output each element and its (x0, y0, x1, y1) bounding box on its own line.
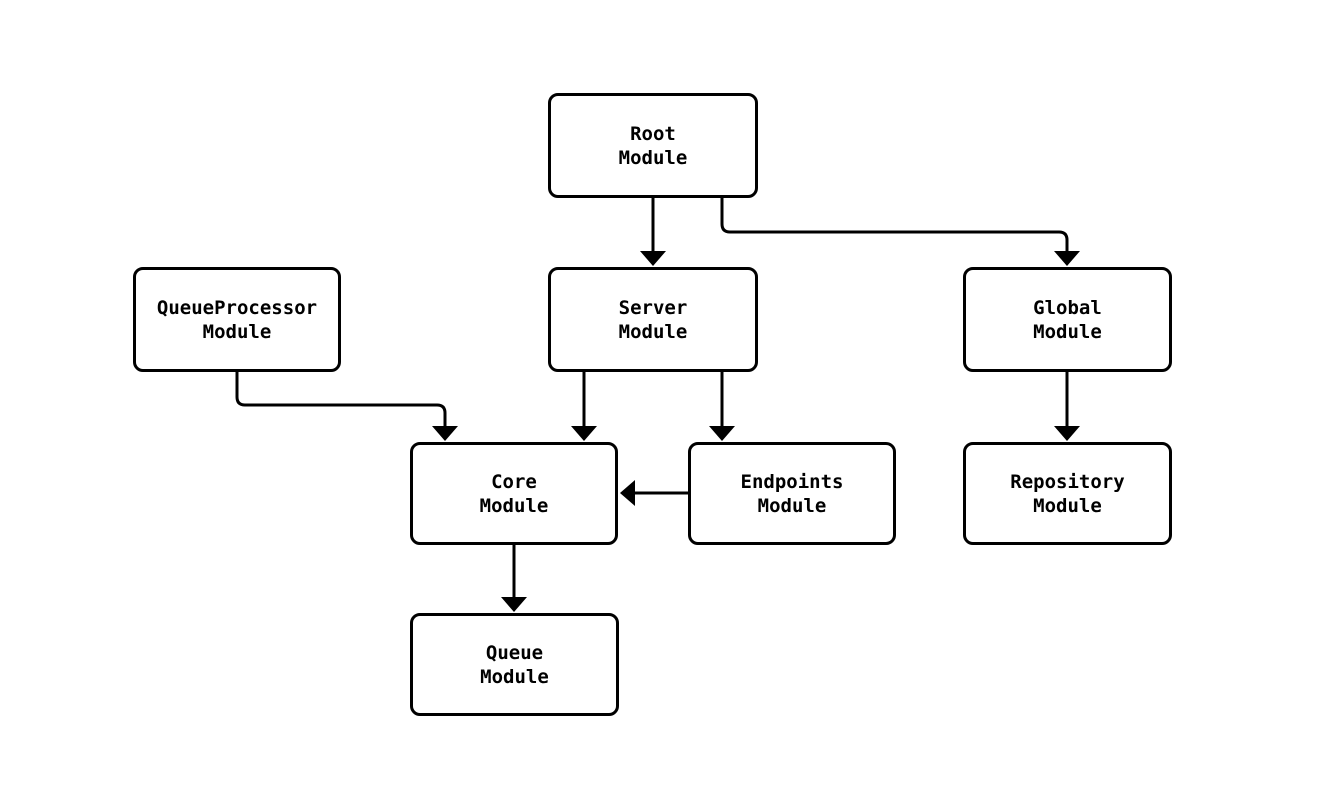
node-label-line: Global (1033, 296, 1102, 319)
arrowhead-down-icon (432, 426, 458, 441)
arrowhead-down-icon (640, 251, 666, 266)
node-root-module: Root Module (548, 93, 758, 198)
node-label-line: Module (202, 320, 272, 343)
node-label-line: Module (757, 494, 827, 517)
node-label-line: Root (630, 122, 676, 145)
arrowhead-down-icon (571, 426, 597, 441)
node-core-module: Core Module (410, 442, 618, 545)
edge-queueprocessor-to-core (235, 372, 458, 441)
node-label-line: Core (491, 470, 537, 493)
node-queue-module: Queue Module (410, 613, 619, 716)
node-label-line: Module (618, 146, 688, 169)
node-label-line: Queue (485, 641, 544, 664)
node-server-module: Server Module (548, 267, 758, 372)
node-label-line: Module (1033, 320, 1102, 343)
node-label-line: Server (618, 296, 688, 319)
arrowhead-left-icon (620, 480, 635, 506)
edge-server-to-core (571, 372, 597, 441)
edge-core-to-queue (501, 545, 527, 612)
node-repository-module: Repository Module (963, 442, 1172, 545)
arrowhead-down-icon (709, 426, 735, 441)
node-label-line: Endpoints (740, 470, 844, 493)
edge-endpoints-to-core (620, 480, 688, 506)
edge-global-to-repository (1054, 372, 1080, 441)
edge-server-to-endpoints (709, 372, 735, 441)
node-label-line: Module (480, 665, 549, 688)
node-label-line: QueueProcessor (156, 296, 318, 319)
node-endpoints-module: Endpoints Module (688, 442, 896, 545)
node-label-line: Module (1033, 494, 1102, 517)
node-queueprocessor-module: QueueProcessor Module (133, 267, 341, 372)
node-label-line: Module (618, 320, 688, 343)
arrowhead-down-icon (501, 597, 527, 612)
node-global-module: Global Module (963, 267, 1172, 372)
arrowhead-down-icon (1054, 426, 1080, 441)
arrowhead-down-icon (1054, 251, 1080, 266)
edge-root-to-server (640, 198, 666, 266)
node-label-line: Module (479, 494, 549, 517)
node-label-line: Repository (1010, 470, 1125, 493)
edge-root-to-global (720, 198, 1080, 266)
